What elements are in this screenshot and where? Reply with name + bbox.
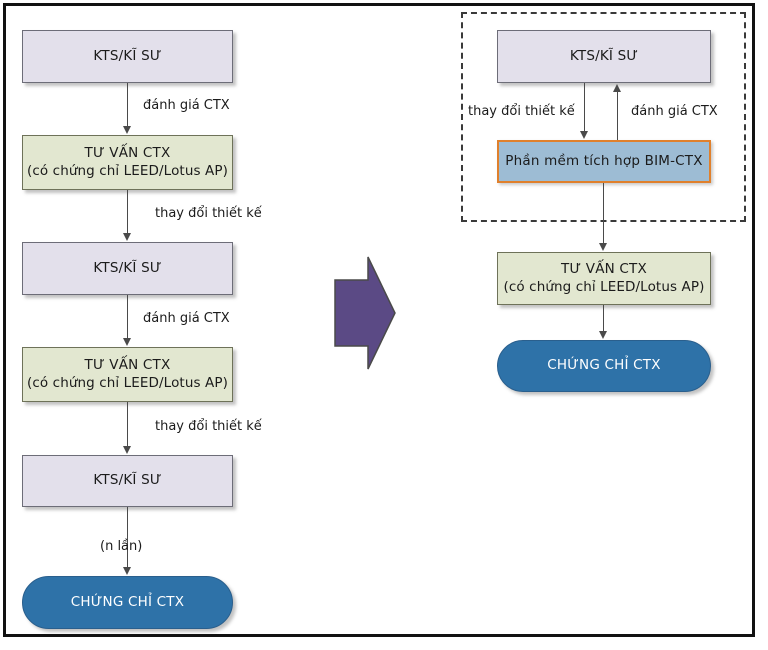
right-connector-down (584, 83, 586, 132)
right-node-actor[interactable]: KTS/KĨ SƯ (497, 30, 711, 83)
left-node-consultant-1[interactable]: TƯ VẤN CTX (có chứng chỉ LEED/Lotus AP) (22, 135, 233, 190)
right-edge-label-up: đánh giá CTX (631, 104, 718, 119)
left-node-certificate[interactable]: CHỨNG CHỈ CTX (22, 576, 233, 629)
left-arrowhead-3 (123, 338, 131, 346)
right-arrowhead-down (580, 131, 588, 139)
node-label: KTS/KĨ SƯ (93, 472, 162, 489)
left-arrowhead-4 (123, 446, 131, 454)
right-node-consultant[interactable]: TƯ VẤN CTX (có chứng chỉ LEED/Lotus AP) (497, 252, 711, 305)
left-connector-4 (127, 402, 129, 447)
right-node-certificate[interactable]: CHỨNG CHỈ CTX (497, 340, 711, 392)
right-arrowhead-to-consultant (599, 243, 607, 251)
left-edge-label-5: (n lần) (100, 539, 143, 554)
left-edge-label-2: thay đổi thiết kế (155, 206, 262, 221)
right-block-arrow-icon (332, 254, 398, 372)
node-sublabel: (có chứng chỉ LEED/Lotus AP) (27, 374, 228, 391)
node-label: KTS/KĨ SƯ (93, 47, 162, 64)
right-node-software[interactable]: Phần mềm tích hợp BIM-CTX (497, 140, 711, 183)
node-sublabel: (có chứng chỉ LEED/Lotus AP) (27, 162, 228, 179)
node-label: TƯ VẤN CTX (84, 145, 171, 162)
left-edge-label-4: thay đổi thiết kế (155, 419, 262, 434)
right-edge-label-down: thay đổi thiết kế (468, 104, 575, 119)
left-arrowhead-5 (123, 567, 131, 575)
node-label: TƯ VẤN CTX (84, 357, 171, 374)
node-label: KTS/KĨ SƯ (93, 259, 162, 276)
right-arrowhead-up (613, 84, 621, 92)
left-node-actor-2[interactable]: KTS/KĨ SƯ (22, 242, 233, 295)
right-arrowhead-to-certificate (599, 331, 607, 339)
right-connector-to-certificate (603, 305, 605, 332)
node-label: CHỨNG CHỈ CTX (70, 593, 185, 610)
left-node-actor-3[interactable]: KTS/KĨ SƯ (22, 455, 233, 507)
left-edge-label-1: đánh giá CTX (143, 98, 230, 113)
node-label: KTS/KĨ SƯ (569, 47, 639, 64)
right-connector-to-consultant (603, 183, 605, 244)
left-connector-5 (127, 507, 129, 568)
left-connector-1 (127, 83, 129, 127)
left-connector-2 (127, 190, 129, 234)
left-node-actor-1[interactable]: KTS/KĨ SƯ (22, 30, 233, 83)
left-arrowhead-2 (123, 233, 131, 241)
node-label: TƯ VẤN CTX (561, 261, 647, 278)
node-sublabel: (có chứng chỉ LEED/Lotus AP) (503, 278, 705, 295)
node-label: CHỨNG CHỈ CTX (547, 357, 661, 374)
left-arrowhead-1 (123, 126, 131, 134)
left-connector-3 (127, 295, 129, 339)
left-node-consultant-2[interactable]: TƯ VẤN CTX (có chứng chỉ LEED/Lotus AP) (22, 347, 233, 402)
left-edge-label-3: đánh giá CTX (143, 311, 230, 326)
node-label: Phần mềm tích hợp BIM-CTX (505, 152, 703, 169)
right-connector-up (617, 91, 619, 140)
